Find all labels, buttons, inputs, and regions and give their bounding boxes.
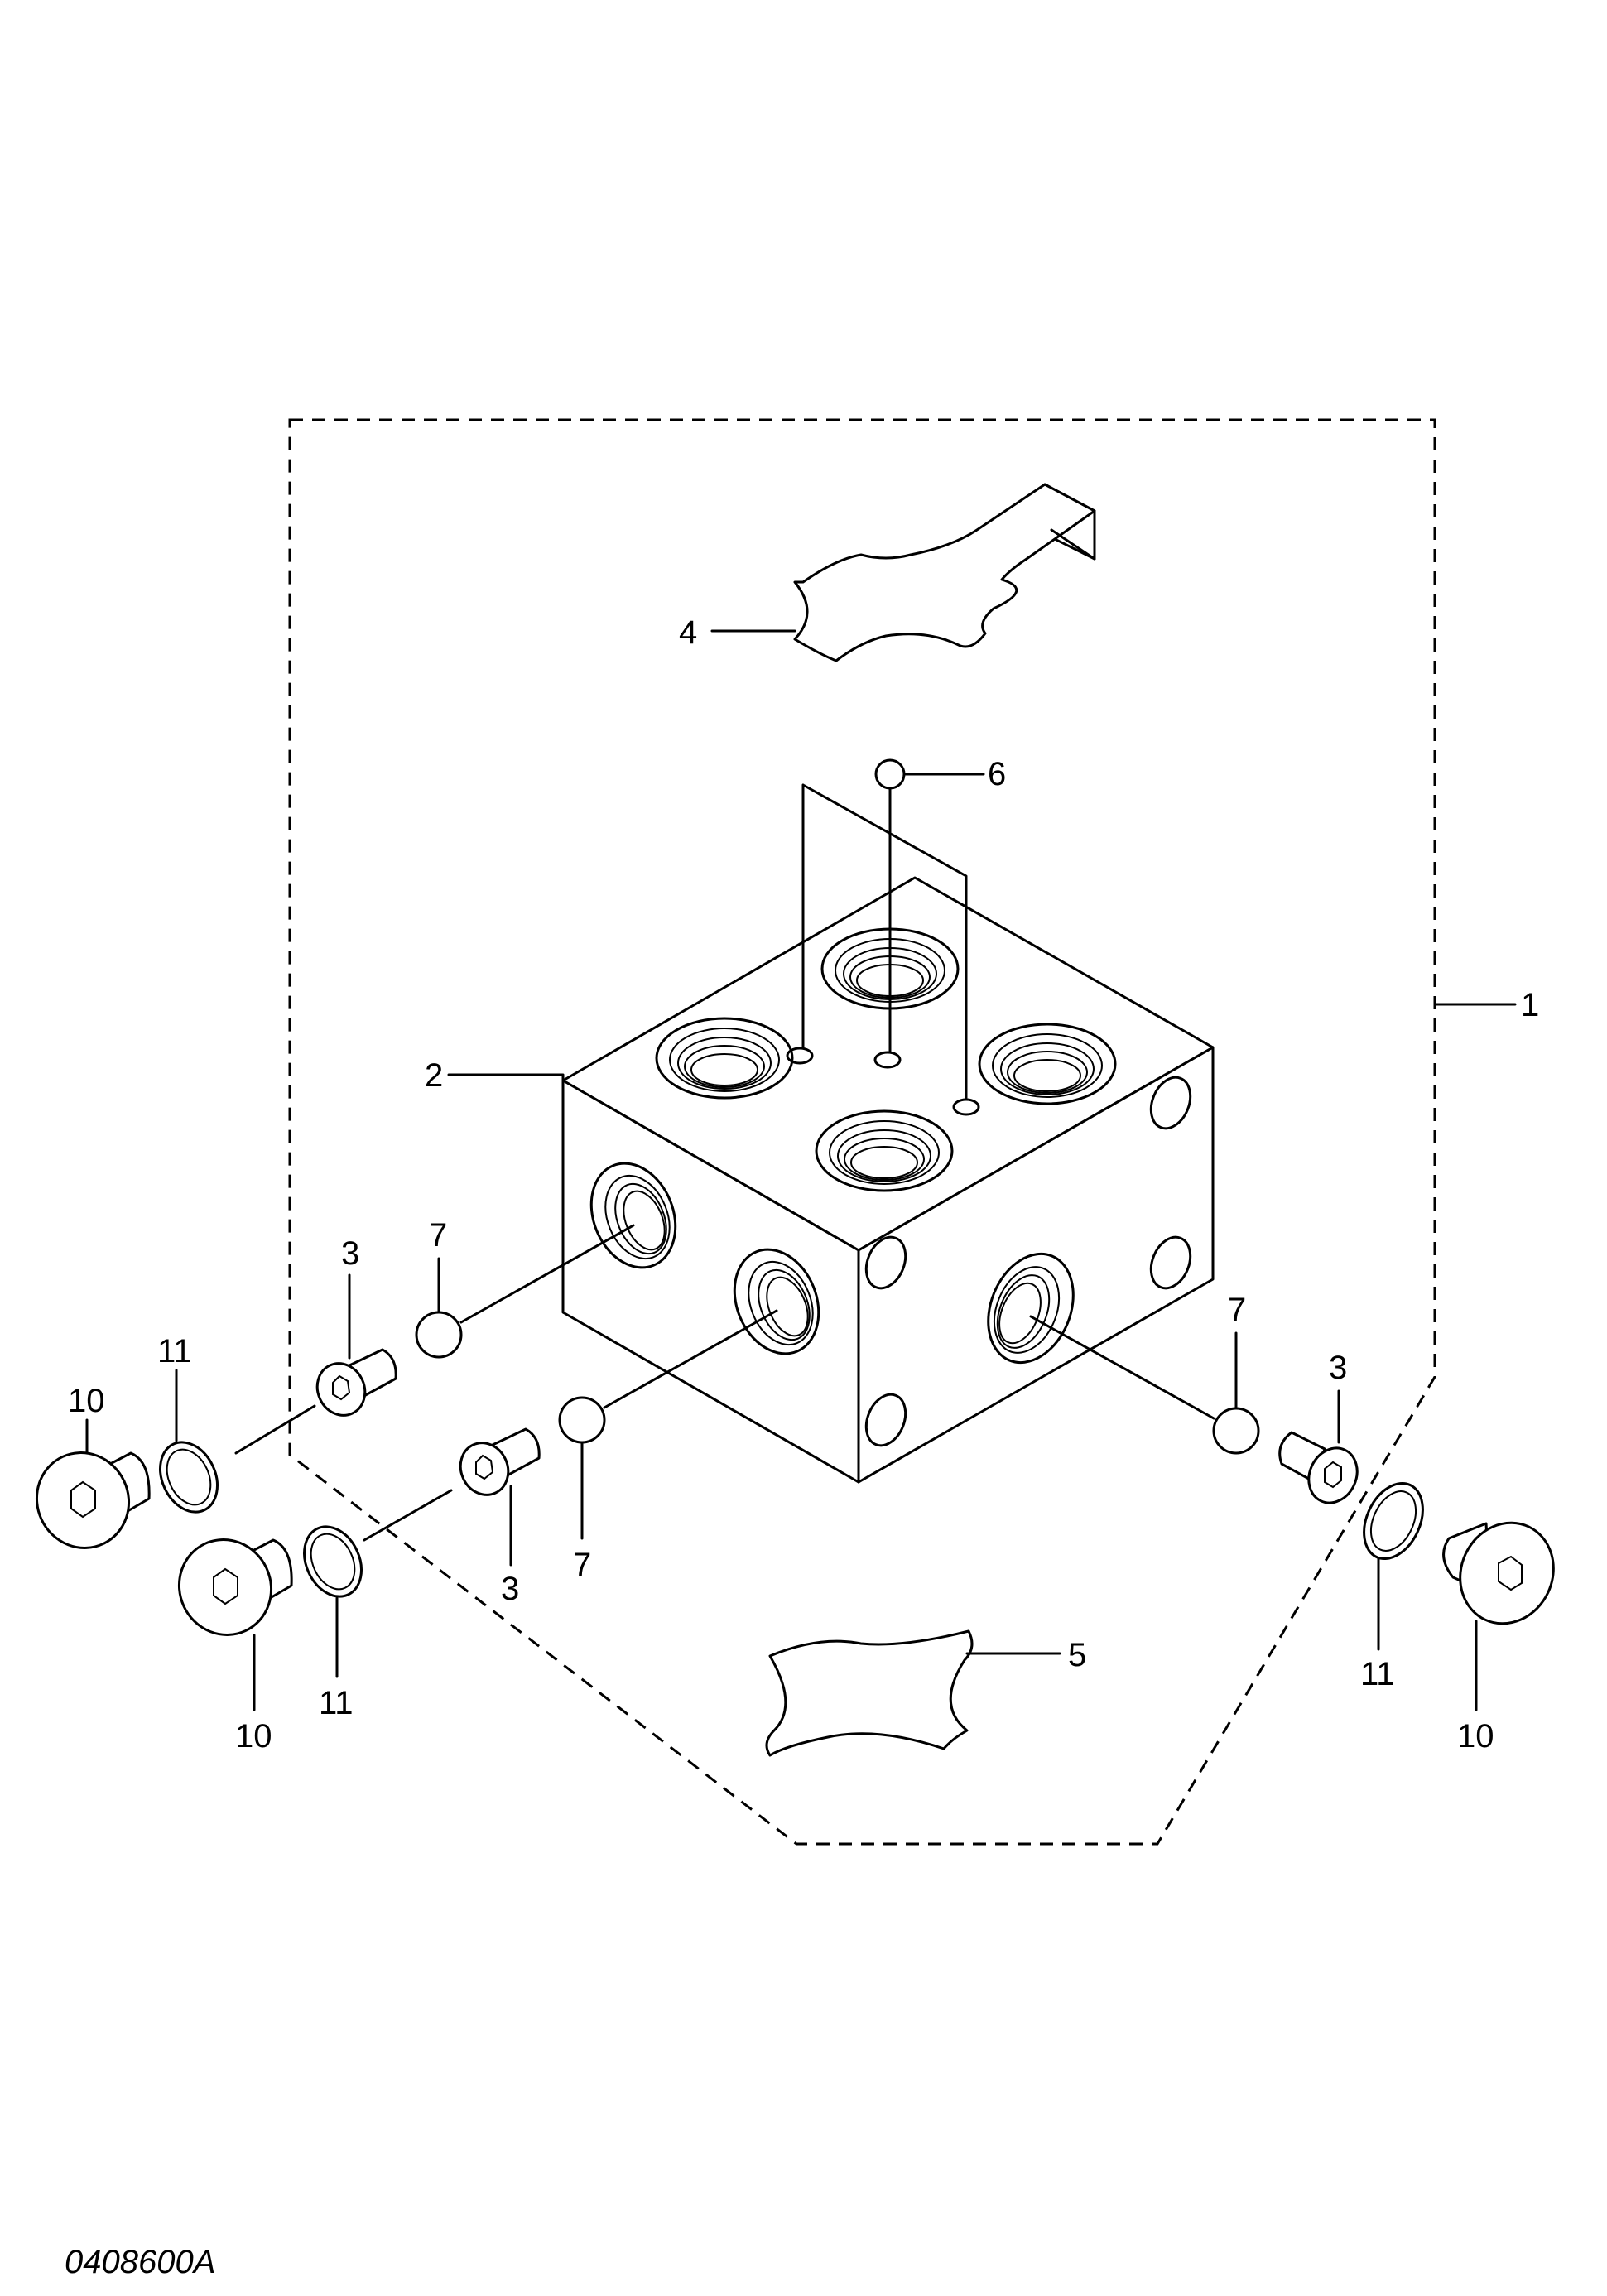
callout-7-left: 7: [429, 1217, 447, 1254]
valve-block-part-2: [561, 876, 1215, 1484]
cap-part-5: [765, 1629, 974, 1757]
callout-11-center: 11: [319, 1685, 354, 1721]
ball-part-6: [801, 758, 985, 1101]
bolt-hole-3: [1149, 1235, 1192, 1290]
bolt-hole-4: [864, 1393, 907, 1447]
pilot-hole-left: [786, 1047, 814, 1065]
o-ring-part-11-right: [1363, 1481, 1424, 1561]
o-ring-part-11-center: [303, 1525, 363, 1598]
top-port-left: [655, 1017, 794, 1100]
plug-part-10-left: [35, 1418, 151, 1549]
callout-10-left: 10: [68, 1383, 105, 1419]
pilot-hole-center: [873, 1051, 902, 1069]
callout-3-left: 3: [341, 1235, 359, 1272]
ball-part-7-left: [415, 1311, 463, 1359]
callout-1: 1: [1521, 987, 1539, 1023]
callout-3-right: 3: [1329, 1350, 1347, 1386]
top-port-front: [815, 1109, 954, 1192]
bolt-hole-2: [864, 1235, 907, 1290]
callout-5: 5: [1068, 1637, 1086, 1673]
callout-7-right: 7: [1228, 1292, 1246, 1328]
bolt-hole-1: [1149, 1076, 1192, 1130]
ball-part-7-right: [1212, 1407, 1260, 1455]
plug-part-10-center: [177, 1538, 293, 1711]
drawing-code: 0408600A: [65, 2244, 215, 2280]
callout-10-right: 10: [1457, 1718, 1494, 1754]
kit-boundary: [288, 418, 1436, 1846]
ball-part-7-center: [558, 1396, 606, 1444]
callout-3-center: 3: [501, 1571, 519, 1607]
left-face-port-1: [589, 1162, 677, 1269]
callout-7-center: 7: [573, 1547, 591, 1583]
callout-2: 2: [425, 1057, 443, 1094]
plug-part-3-center: [363, 1427, 541, 1567]
callout-6: 6: [988, 756, 1006, 792]
callout-4: 4: [679, 614, 697, 651]
plug-part-10-right: [1442, 1521, 1555, 1711]
bracket-part-4: [793, 483, 1096, 662]
callout-11-left: 11: [157, 1333, 192, 1369]
o-ring-part-11-left: [159, 1441, 219, 1514]
callout-10-center: 10: [235, 1718, 272, 1754]
plug-part-3-left: [234, 1273, 397, 1455]
top-port-right: [978, 1023, 1117, 1105]
plug-part-3-right: [1278, 1389, 1359, 1504]
callout-11-right: 11: [1360, 1656, 1395, 1692]
